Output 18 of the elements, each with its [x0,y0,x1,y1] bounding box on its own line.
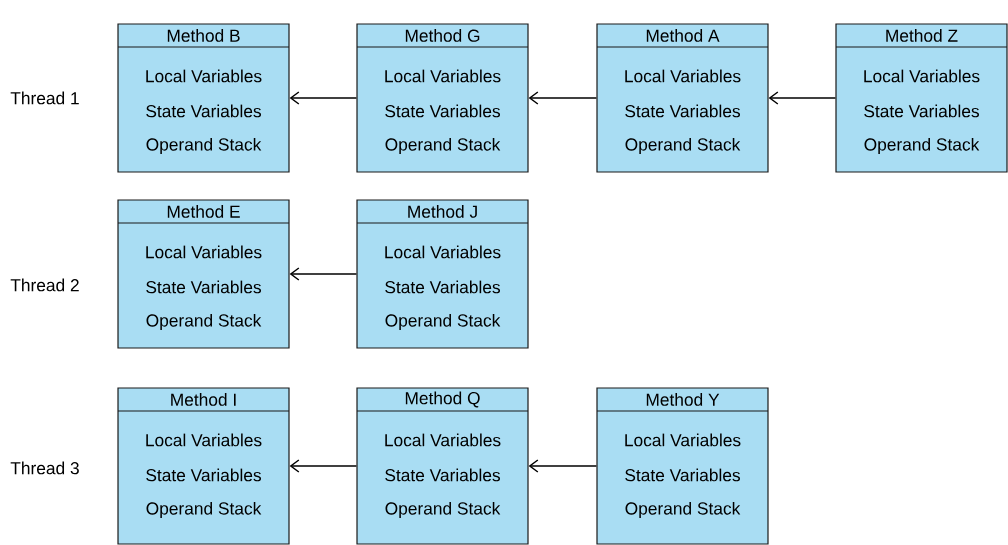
method-box: Method Q Local Variables State Variables Operand Stack [356,387,529,545]
arrow [289,91,358,105]
thread-label: Thread 3 [10,461,79,475]
method-box: Method B Local Variables State Variables Operand Stack [117,23,290,173]
method-box: Method E Local Variables State Variables Operand Stack [117,199,290,349]
method-box: Method I Local Variables State Variables Operand Stack [117,387,290,545]
method-box: Method Y Local Variables State Variables Operand Stack [596,387,769,545]
method-box: Method J Local Variables State Variables Operand Stack [356,199,529,349]
arrow [289,267,358,281]
arrow [528,91,598,105]
arrow [289,459,358,473]
arrow [768,91,837,105]
method-box: Method A Local Variables State Variables Operand Stack [596,23,769,173]
method-box: Method G Local Variables State Variables Operand Stack [356,23,529,173]
method-box: Method Z Local Variables State Variables Operand Stack [835,23,1008,173]
arrow [528,459,598,473]
thread-label: Thread 2 [10,278,79,292]
thread-label: Thread 1 [10,91,79,105]
